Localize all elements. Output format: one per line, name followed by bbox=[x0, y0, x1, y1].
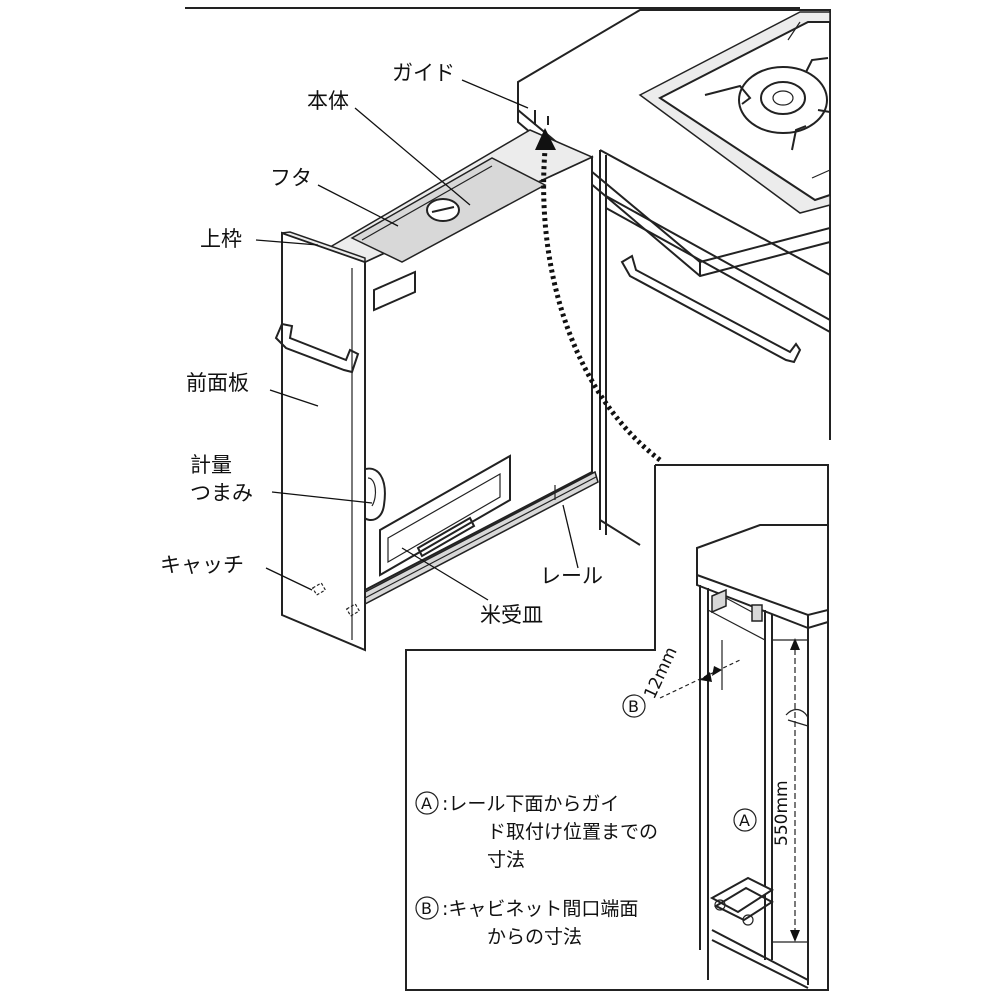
marker-b-drawing: B bbox=[622, 694, 646, 718]
label-rail: レール bbox=[540, 564, 603, 588]
rice-dispenser-unit bbox=[274, 129, 599, 652]
inset-rail bbox=[709, 876, 809, 989]
front-panel bbox=[274, 231, 366, 652]
label-body: 本体 bbox=[307, 89, 349, 113]
note-b: B :キャビネット間口端面 からの寸法 bbox=[415, 896, 638, 948]
rice-tray bbox=[379, 454, 511, 577]
label-measuring-knob-2: つまみ bbox=[190, 481, 253, 505]
drawer-handle bbox=[620, 254, 802, 364]
note-b-marker: B bbox=[421, 899, 432, 918]
guide-insertion-arrow bbox=[535, 128, 662, 462]
note-a-line2: ド取付け位置までの bbox=[487, 821, 658, 843]
note-b-line1: :キャビネット間口端面 bbox=[442, 898, 638, 920]
label-rice-tray: 米受皿 bbox=[480, 603, 543, 627]
label-lid: フタ bbox=[270, 166, 312, 190]
kitchen-cabinet bbox=[185, 7, 831, 546]
label-top-frame: 上枠 bbox=[200, 227, 242, 251]
note-a-marker: A bbox=[421, 794, 432, 813]
marker-a-drawing: A bbox=[733, 808, 757, 832]
measuring-knob bbox=[361, 467, 386, 521]
label-front-panel: 前面板 bbox=[186, 371, 249, 395]
svg-text:A: A bbox=[739, 811, 750, 830]
note-a-line3: 寸法 bbox=[487, 849, 525, 871]
svg-text:B: B bbox=[628, 697, 639, 716]
gas-burner bbox=[704, 21, 831, 179]
front-panel-handle bbox=[274, 322, 360, 374]
dimension-550: 550mm bbox=[772, 638, 808, 943]
note-a: A :レール下面からガイ ド取付け位置までの 寸法 bbox=[415, 791, 658, 871]
leader-lines bbox=[255, 79, 579, 601]
note-b-line2: からの寸法 bbox=[487, 926, 582, 948]
guide-bracket bbox=[711, 588, 763, 622]
inset-detail: 550mm A 12mm B A :レール下面からガイ ド取付け位置までの 寸法 bbox=[405, 464, 829, 991]
dim-a-value: 550mm bbox=[772, 780, 792, 846]
label-catch: キャッチ bbox=[160, 553, 244, 577]
label-guide: ガイド bbox=[392, 61, 455, 85]
label-measuring-knob-1: 計量 bbox=[190, 453, 232, 477]
note-a-line1: :レール下面からガイ bbox=[442, 793, 619, 815]
